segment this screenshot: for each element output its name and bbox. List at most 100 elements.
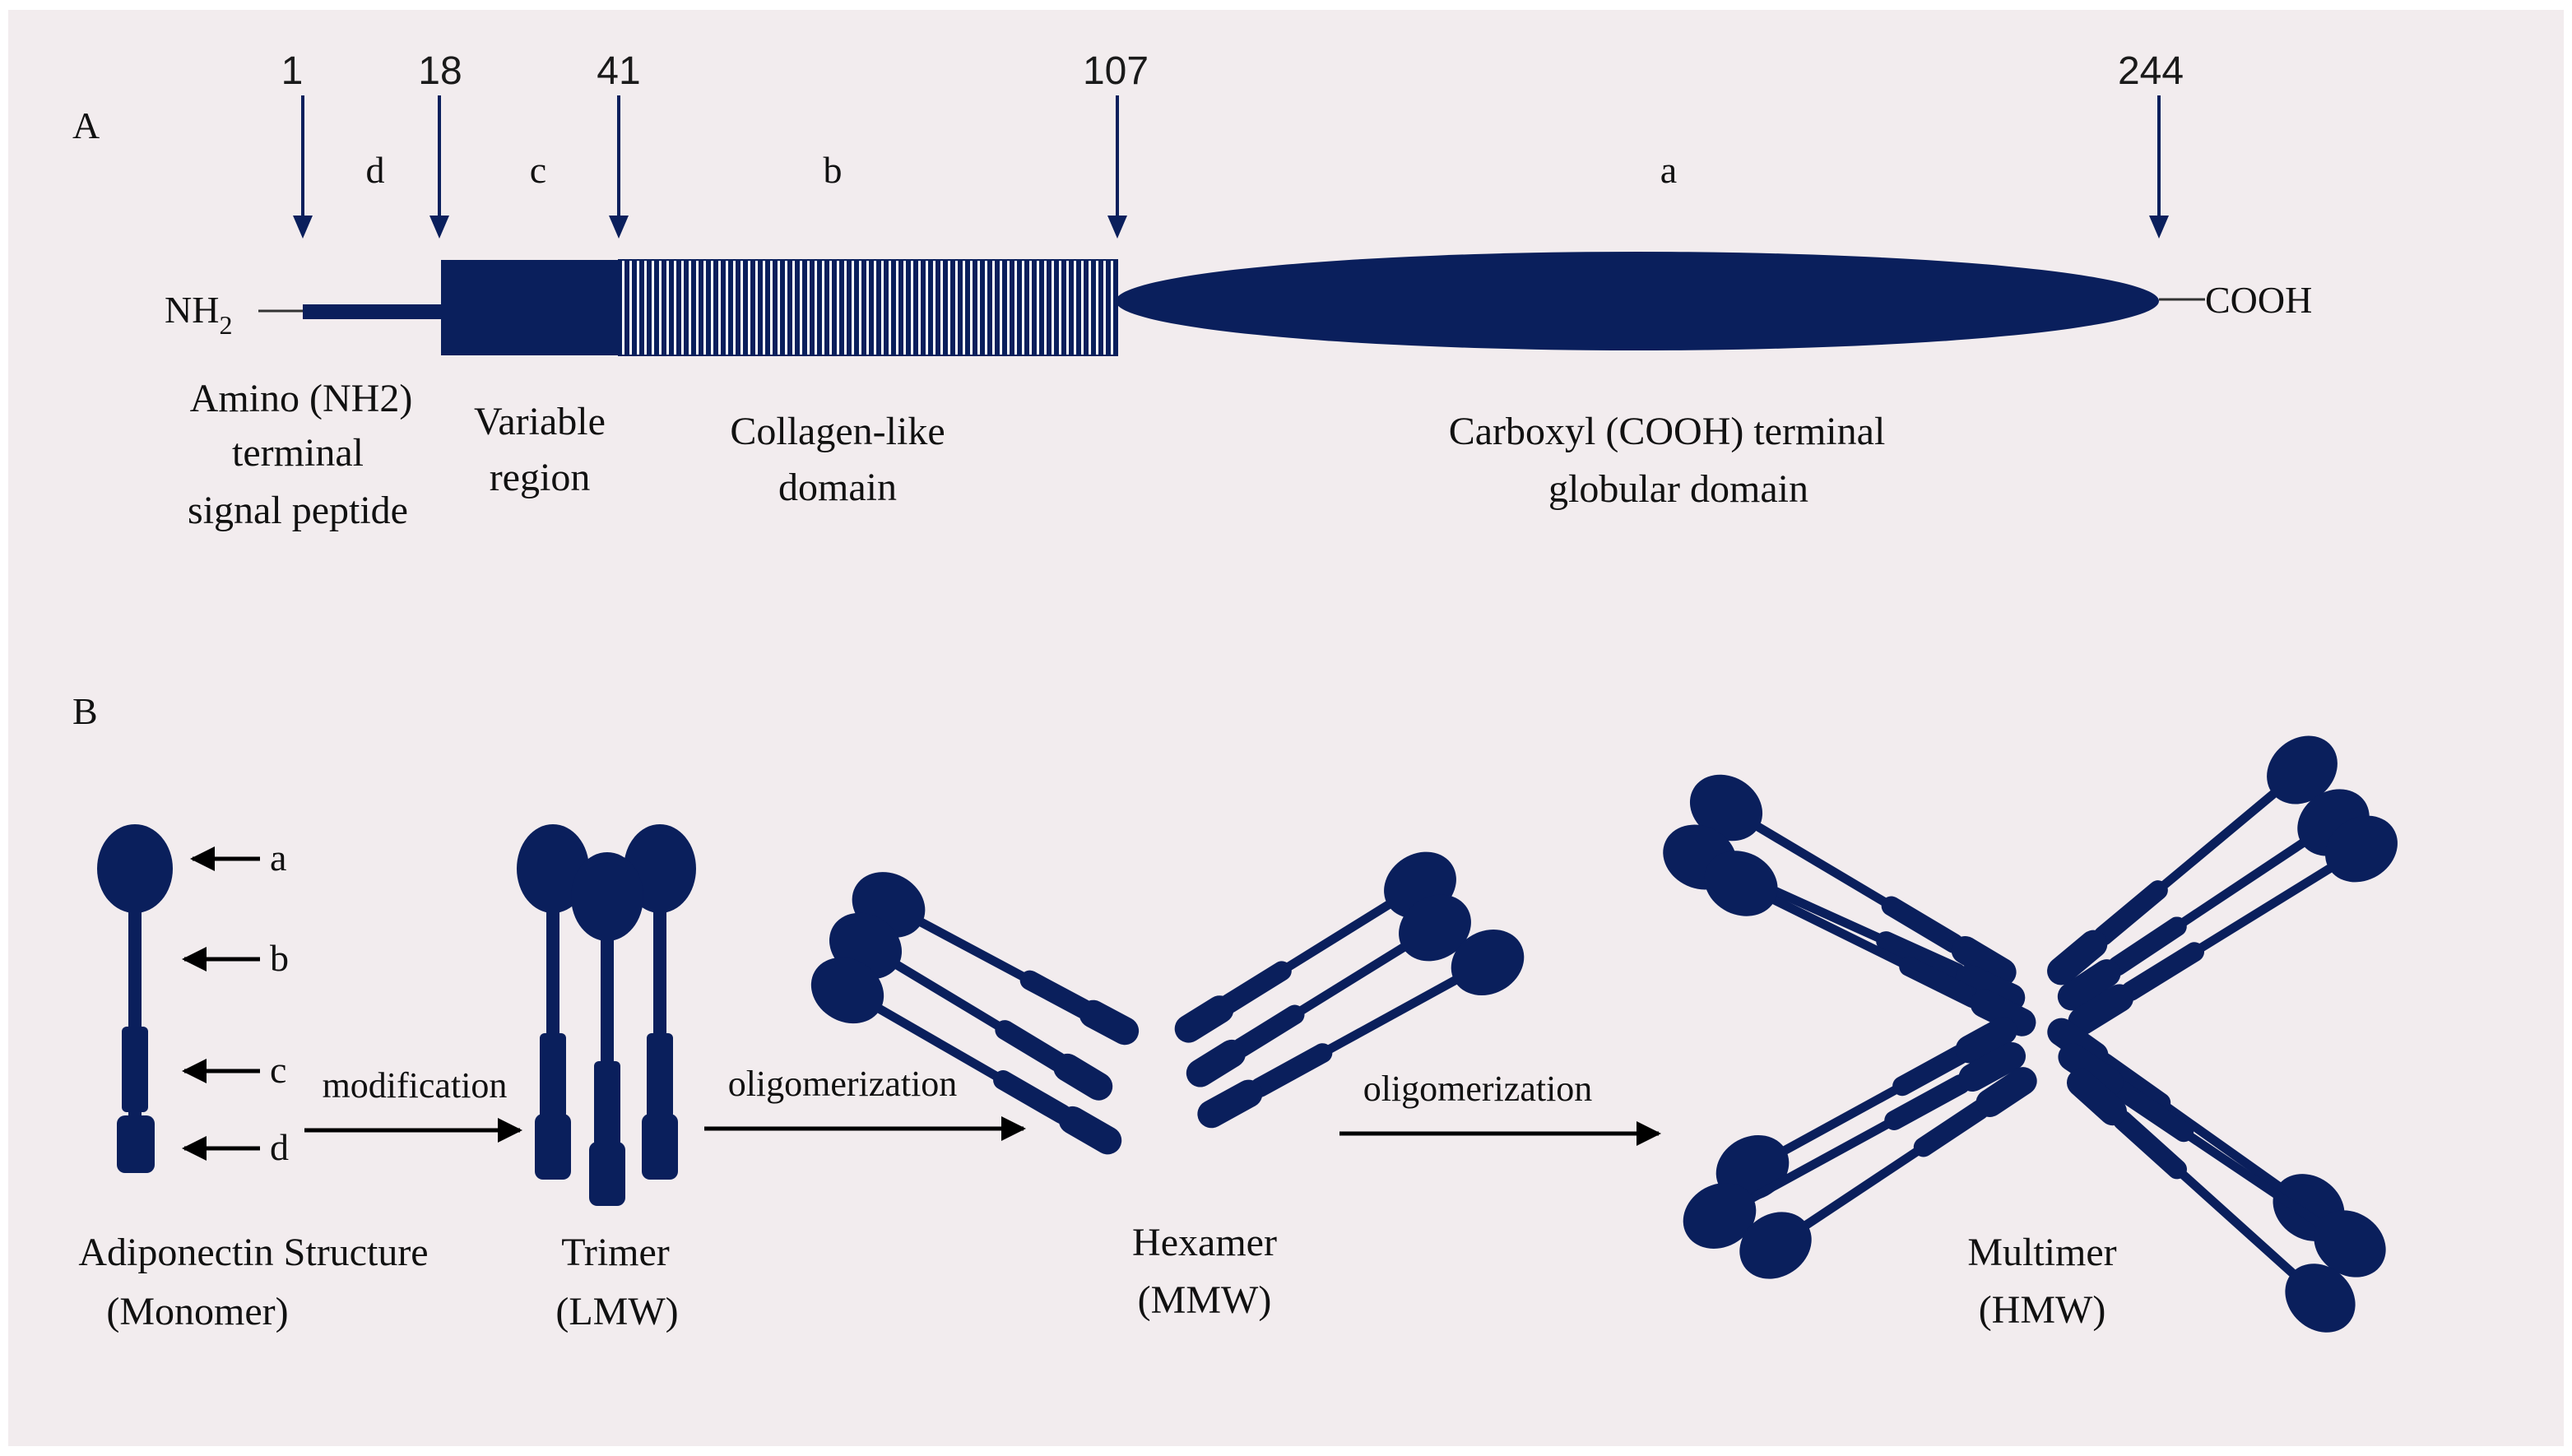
globular-head: [2267, 735, 2338, 805]
oligomer-strand: [1186, 894, 1471, 1087]
globular-head: [2285, 1264, 2356, 1333]
oligomer-strand: [1197, 930, 1525, 1129]
globular-head: [1739, 1212, 1812, 1279]
down-arrow-icon: [609, 216, 629, 239]
hexamer-caption-line2: (MMW): [1138, 1278, 1272, 1322]
step-label-oligomerization-1: oligomerization: [728, 1064, 958, 1104]
position-label: 107: [1083, 49, 1149, 93]
down-arrow-icon: [293, 216, 313, 239]
variable-block: [1899, 956, 1983, 1009]
cooh-terminus-label: COOH: [2205, 279, 2312, 321]
variable-block: [1876, 931, 1966, 983]
variable-block: [1219, 961, 1292, 1013]
signal-caption-line3: signal peptide: [188, 489, 408, 532]
oligomer-strand: [810, 957, 1122, 1155]
oligomer-strand: [2058, 1043, 2386, 1277]
signal-block: [1970, 990, 2036, 1036]
position-marker-18: 18: [418, 49, 462, 239]
signal-caption-line1: Amino (NH2): [190, 377, 413, 420]
collagen-stalk: [2169, 1161, 2311, 1291]
signal-block: [2057, 959, 2121, 1011]
collagen-stalk: [1732, 1113, 1903, 1212]
monomer-structure: [97, 824, 173, 1173]
oligomer-strand: [2068, 815, 2398, 1036]
region-letter-c: c: [530, 149, 546, 191]
collagen-stalk: [1314, 966, 1476, 1060]
globular-head: [1683, 1183, 1757, 1249]
down-arrow-icon: [2149, 216, 2169, 239]
step-label-modification: modification: [323, 1065, 508, 1106]
collagen-stalk: [1753, 886, 1917, 974]
variable-block: [2107, 916, 2187, 976]
signal-block: [2047, 930, 2108, 985]
step-label-oligomerization-2: oligomerization: [1363, 1069, 1593, 1109]
signal-peptide-segment: [303, 304, 441, 319]
globular-head: [2314, 1210, 2386, 1277]
signal-block: [1955, 1017, 2017, 1064]
signal-block: [1197, 1079, 1263, 1129]
variable-block: [1019, 970, 1093, 1019]
collagen-caption-line2: domain: [778, 466, 897, 509]
collagen-like-segment: [618, 259, 1118, 356]
variable-block: [122, 1027, 148, 1112]
position-marker-1: 1: [281, 49, 313, 239]
trimer-structure: [517, 824, 696, 1206]
position-label: 1: [281, 49, 304, 93]
variable-block: [1231, 1004, 1305, 1058]
pointer-label-d: d: [270, 1126, 289, 1168]
monomer-pointers: a b c d: [182, 837, 289, 1168]
globular-domain-segment: [1116, 252, 2159, 350]
signal-block: [117, 1115, 155, 1173]
variable-region-segment: [441, 260, 619, 355]
down-arrow-icon: [429, 216, 449, 239]
oligomer-strand: [1174, 851, 1456, 1043]
trimer-caption-line1: Trimer: [561, 1231, 670, 1274]
collagen-stalk: [898, 907, 1038, 987]
position-label: 18: [418, 49, 462, 93]
variable-block: [1913, 1100, 1989, 1157]
variable-block: [993, 1070, 1072, 1124]
oligomer-strand: [829, 912, 1113, 1101]
signal-block: [2058, 1043, 2124, 1097]
signal-block: [1955, 964, 2026, 1012]
oligomer-strand: [852, 872, 1140, 1046]
signal-block: [1975, 1067, 2037, 1117]
panel-a-label: A: [72, 104, 100, 146]
variable-block: [1884, 1074, 1971, 1130]
position-marker-41: 41: [597, 49, 641, 239]
position-marker-107: 107: [1083, 49, 1149, 239]
collagen-stalk: [1274, 888, 1411, 978]
globular-head: [1689, 774, 1763, 842]
multimer-caption-line2: (HMW): [1979, 1288, 2106, 1332]
globular-head: [1399, 894, 1471, 962]
collagen-stalk: [2152, 1095, 2299, 1203]
signal-block: [2067, 1069, 2127, 1126]
multimer-caption-line1: Multimer: [1967, 1231, 2116, 1274]
collagen-stalk: [2150, 777, 2293, 898]
variable-block: [2093, 880, 2168, 946]
down-arrow-icon: [1107, 216, 1127, 239]
pointer-label-b: b: [270, 937, 289, 979]
trimer-strand: [517, 824, 589, 1180]
oligomer-strand: [2047, 735, 2338, 985]
collagen-caption-line1: Collagen-like: [730, 410, 945, 453]
collagen-stalk: [2169, 828, 2323, 934]
variable-caption-line2: region: [490, 456, 591, 499]
signal-block: [1958, 1042, 2026, 1092]
pointer-label-c: c: [270, 1049, 286, 1091]
position-markers: 1 18 41 107 244: [281, 49, 2184, 239]
globular-head: [97, 824, 173, 913]
globular-head: [1704, 851, 1778, 916]
signal-caption-line2: terminal: [232, 431, 364, 475]
signal-block: [1053, 1053, 1113, 1101]
position-label: 244: [2118, 49, 2184, 93]
trimer-caption-line2: (LMW): [555, 1290, 678, 1333]
oligomer-strand: [1683, 1042, 2026, 1249]
collagen-stalk: [1763, 1078, 1910, 1166]
variable-block: [2121, 942, 2204, 1001]
region-letter-b: b: [824, 149, 843, 191]
panel-a: A 1 18 41 107: [72, 49, 2312, 532]
pointer-label-a: a: [270, 837, 286, 879]
signal-block: [1186, 1039, 1247, 1087]
collagen-stalk: [1785, 1139, 1932, 1241]
